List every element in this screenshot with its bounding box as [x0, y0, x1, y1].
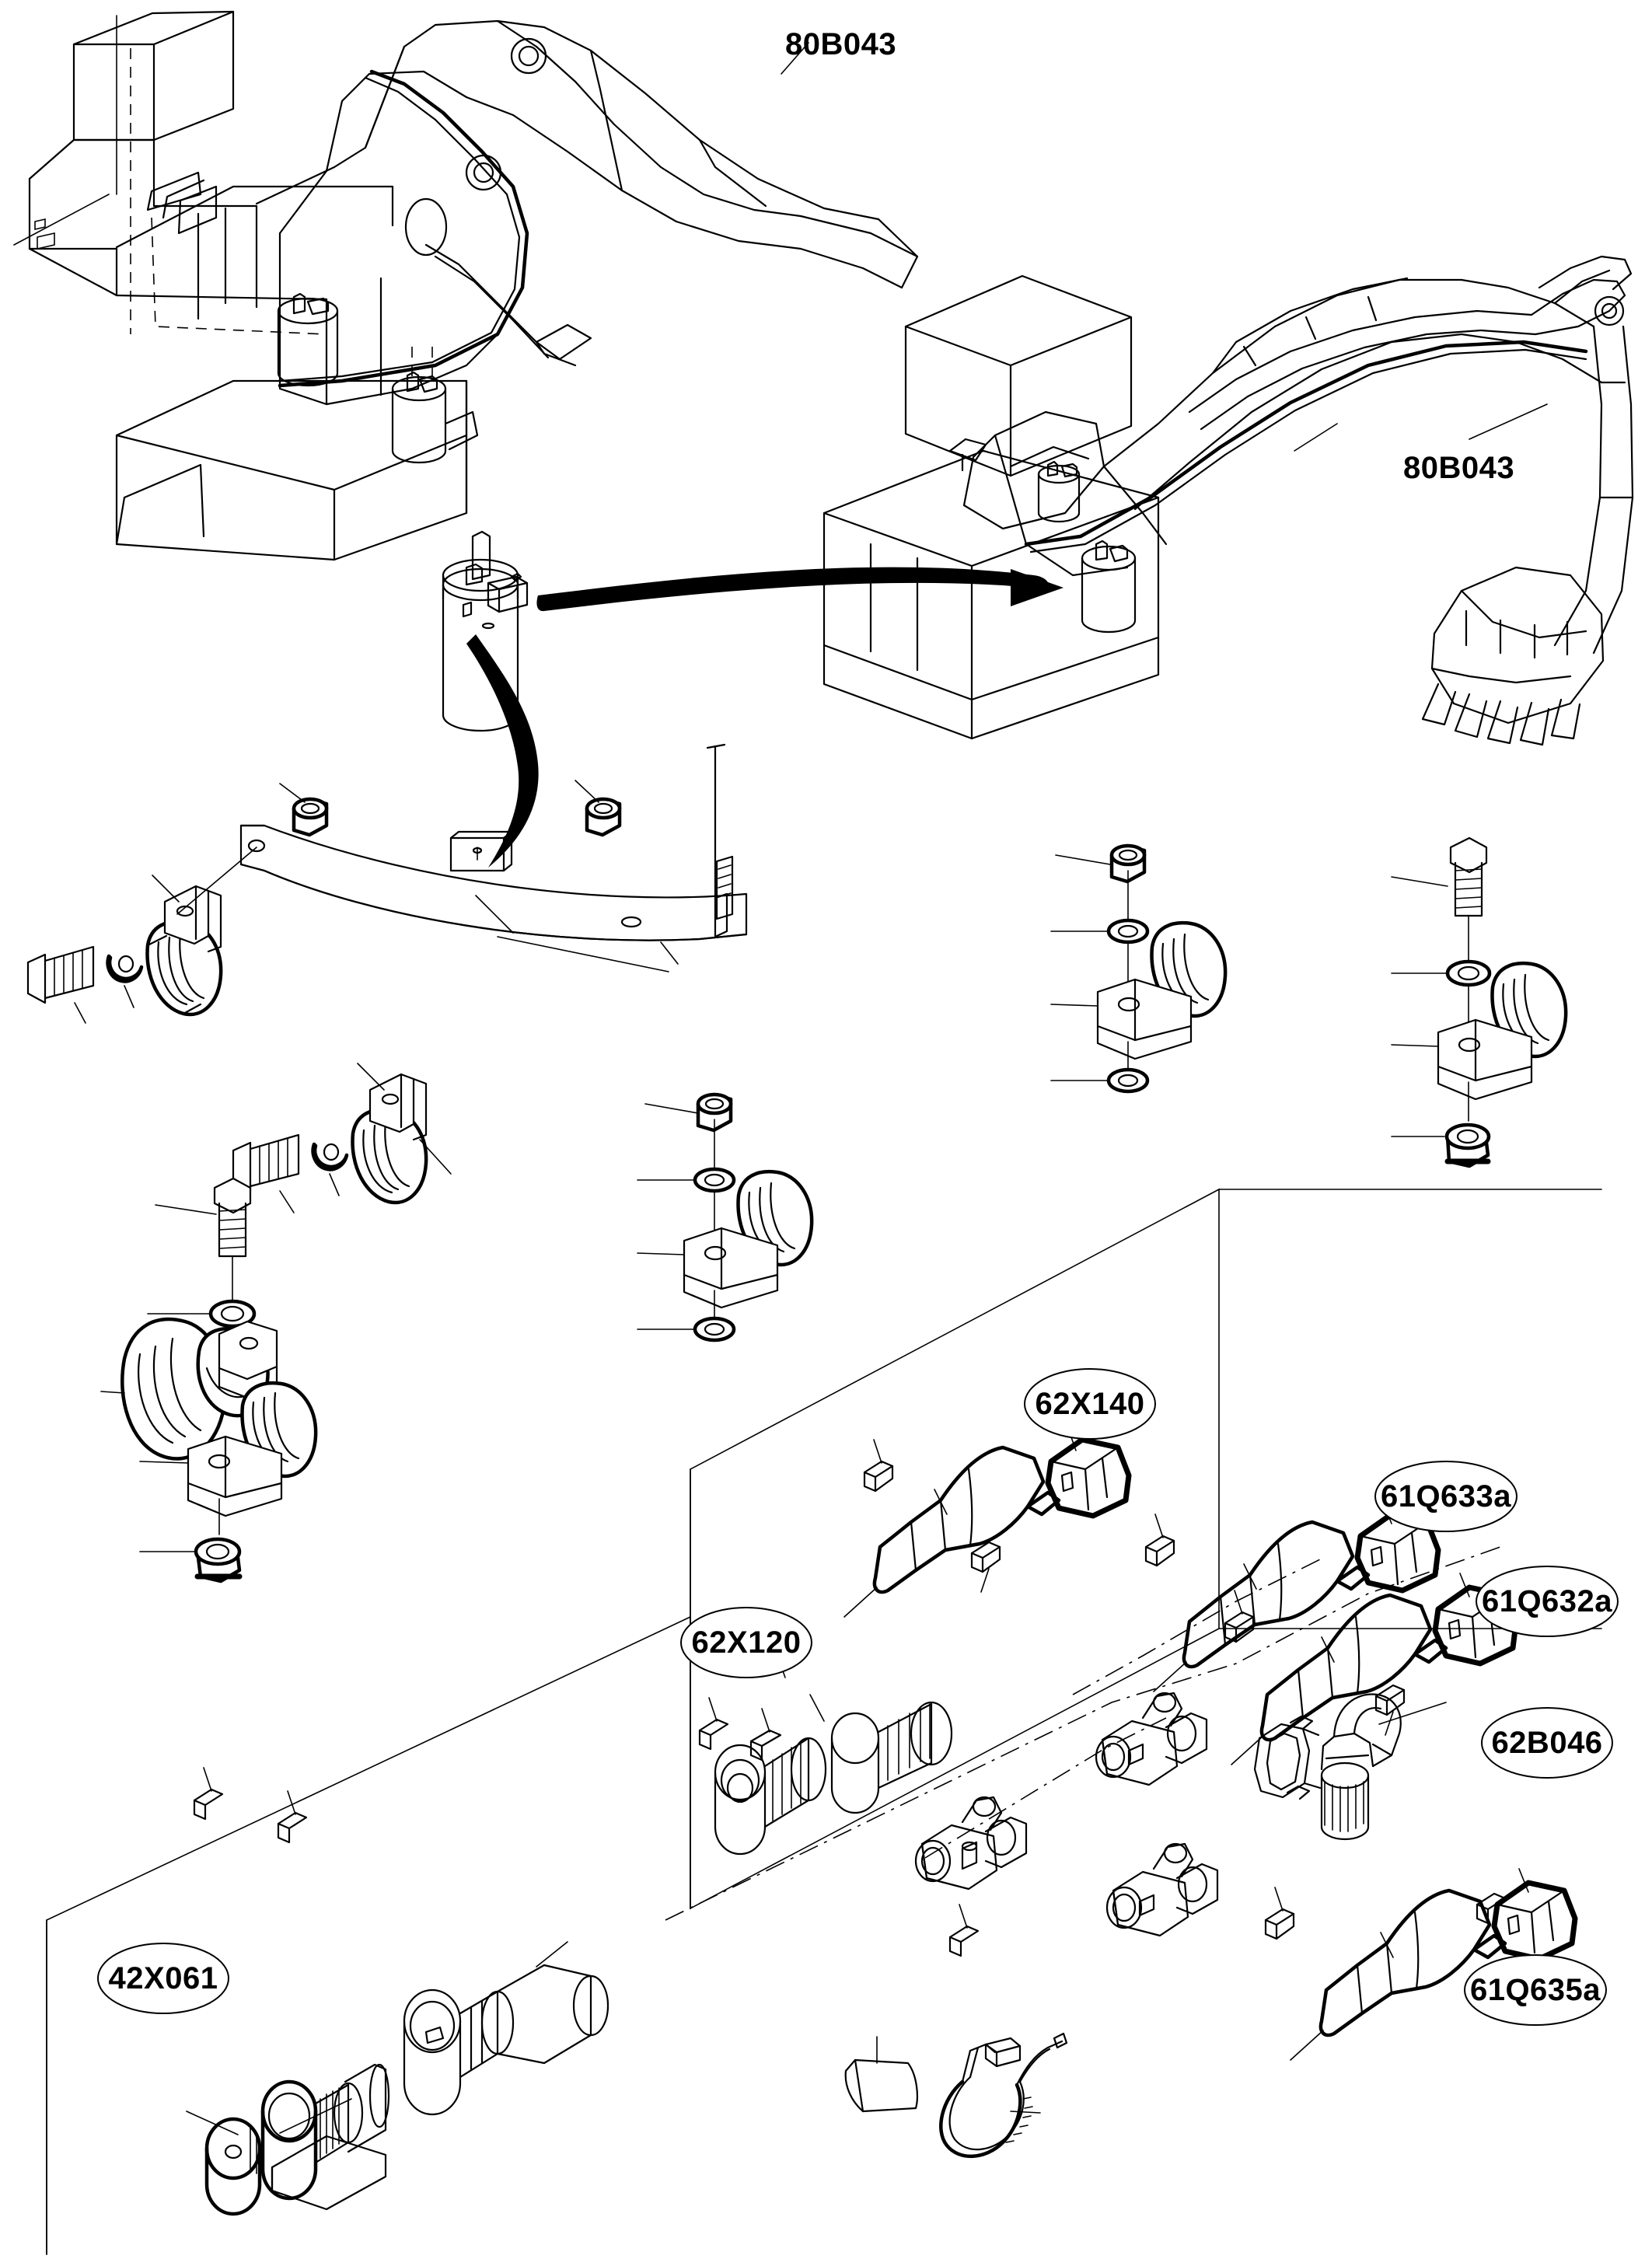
cable-tie	[939, 2032, 1068, 2158]
callout-61q632a: 61Q632a	[1476, 1566, 1619, 1637]
clamp-plate	[844, 2036, 918, 2113]
clamp-assembly-bracket-left	[26, 847, 257, 1024]
curved-mounting-bracket	[239, 743, 748, 965]
label-80b043-left: 80B043	[785, 27, 897, 61]
round-connector-62x120	[698, 1655, 953, 1856]
clamp-assembly-stack-right-b	[1391, 836, 1568, 1168]
accumulator-cylinder	[442, 530, 1063, 868]
pin-terminals-misc	[193, 1767, 980, 1957]
callout-42x061: 42X061	[97, 1943, 229, 2014]
inline-splitter-center	[914, 1796, 1028, 1891]
excavator-upper-structure-left	[13, 10, 919, 561]
clamp-assembly-bracket-lower	[232, 936, 669, 1213]
harness-panel-outline	[46, 1188, 1602, 2255]
callout-62b046: 62B046	[1481, 1707, 1613, 1779]
callout-62x140: 62X140	[1024, 1368, 1156, 1440]
excavator-upper-structure-right	[823, 255, 1634, 746]
inline-splitter-lower	[1105, 1842, 1219, 1937]
callout-61q635a: 61Q635a	[1464, 1954, 1607, 2026]
round-connector-42x061	[186, 1941, 609, 2216]
callout-62x120: 62X120	[680, 1607, 812, 1678]
clamp-assembly-stack-center	[637, 1092, 814, 1342]
inline-splitter-upper	[1095, 1692, 1208, 1786]
clamp-assembly-stack-right-a	[1050, 843, 1228, 1094]
sensor-connector-61q632a	[1224, 1573, 1519, 1765]
bracket-nuts	[279, 780, 622, 837]
elbow-connector-62b046	[1253, 1693, 1447, 1841]
label-80b043-right: 80B043	[1403, 451, 1515, 485]
clamp-assembly-double-left	[100, 1177, 318, 1583]
sensor-connector-62x140	[843, 1423, 1132, 1618]
sensor-connector-61q635a	[1264, 1868, 1578, 2061]
callout-61q633a: 61Q633a	[1374, 1461, 1518, 1532]
